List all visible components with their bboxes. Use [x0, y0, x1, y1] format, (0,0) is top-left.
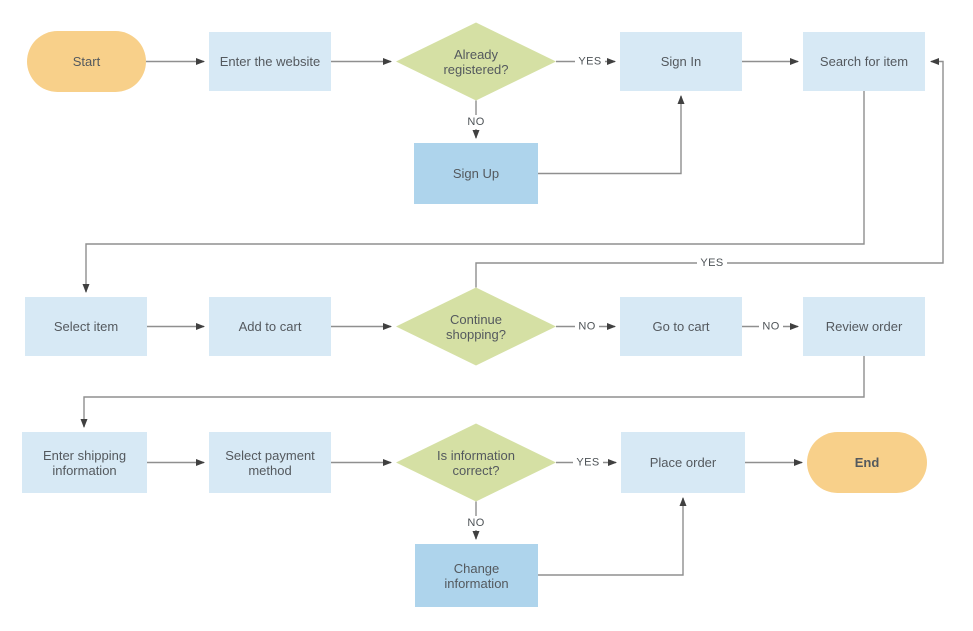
enter-website-process-shape[interactable]	[209, 32, 331, 91]
start-terminator-shape[interactable]	[27, 31, 146, 92]
add-to-cart-process-shape[interactable]	[209, 297, 331, 356]
search-item-process-shape[interactable]	[803, 32, 925, 91]
review-order-label: Review order	[826, 319, 903, 334]
edge-label-no-go-to-cart: NO	[759, 319, 783, 334]
edge-label-yes-already-registered: YES	[575, 54, 605, 69]
node-start[interactable]: Start	[27, 31, 146, 92]
node-end[interactable]: End	[807, 432, 927, 493]
sign-in-label: Sign In	[661, 54, 701, 69]
node-sign-up[interactable]: Sign Up	[414, 143, 538, 204]
search-item-label: Search for item	[820, 54, 908, 69]
enter-website-label: Enter the website	[220, 54, 320, 69]
sign-up-label: Sign Up	[453, 166, 499, 181]
go-to-cart-process-shape[interactable]	[620, 297, 742, 356]
is-info-correct-decision-shape[interactable]	[396, 423, 556, 502]
review-order-process-shape[interactable]	[803, 297, 925, 356]
edge-label-yes-continue-shopping: YES	[697, 256, 727, 270]
already-registered-decision-shape[interactable]	[396, 22, 556, 101]
no-label: NO	[762, 321, 779, 333]
add-to-cart-label: Add to cart	[239, 319, 302, 334]
place-order-label: Place order	[650, 455, 717, 470]
edge-search-item-to-select-item	[82, 91, 865, 293]
sign-in-process-shape[interactable]	[620, 32, 742, 91]
no-label: NO	[578, 321, 595, 333]
edge-label-no-is-info-correct: NO	[464, 516, 488, 530]
place-order-process-shape[interactable]	[621, 432, 745, 493]
node-go-to-cart[interactable]: Go to cart	[620, 297, 742, 356]
edge-label-no-already-registered: NO	[464, 115, 488, 129]
go-to-cart-label: Go to cart	[652, 319, 709, 334]
edge-review-order-to-enter-shipping	[80, 356, 865, 428]
node-search-item[interactable]: Search for item	[803, 32, 925, 91]
node-place-order[interactable]: Place order	[621, 432, 745, 493]
node-enter-website[interactable]: Enter the website	[209, 32, 331, 91]
start-label: Start	[73, 54, 101, 69]
connectors	[80, 58, 944, 576]
edge-label-no-continue-shopping: NO	[575, 319, 599, 334]
change-info-process-shape[interactable]	[415, 544, 538, 607]
no-label: NO	[467, 517, 484, 529]
edge-sign-up-to-sign-in	[538, 95, 685, 175]
end-terminator-shape[interactable]	[807, 432, 927, 493]
node-add-to-cart[interactable]: Add to cart	[209, 297, 331, 356]
select-item-label: Select item	[54, 319, 118, 334]
node-sign-in[interactable]: Sign In	[620, 32, 742, 91]
sign-up-process-shape[interactable]	[414, 143, 538, 204]
edge-continue-shopping-yes-to-search-item	[475, 58, 944, 288]
edge-label-yes-is-info-correct: YES	[573, 455, 603, 470]
enter-shipping-process-shape[interactable]	[22, 432, 147, 493]
select-payment-process-shape[interactable]	[209, 432, 331, 493]
end-label: End	[855, 455, 880, 470]
edge-change-info-to-place-order	[538, 497, 687, 576]
yes-label: YES	[576, 457, 599, 469]
node-review-order[interactable]: Review order	[803, 297, 925, 356]
select-item-process-shape[interactable]	[25, 297, 147, 356]
no-label: NO	[467, 116, 484, 128]
continue-shopping-decision-shape[interactable]	[396, 287, 556, 366]
yes-label: YES	[700, 257, 723, 269]
yes-label: YES	[578, 56, 601, 68]
node-select-item[interactable]: Select item	[25, 297, 147, 356]
